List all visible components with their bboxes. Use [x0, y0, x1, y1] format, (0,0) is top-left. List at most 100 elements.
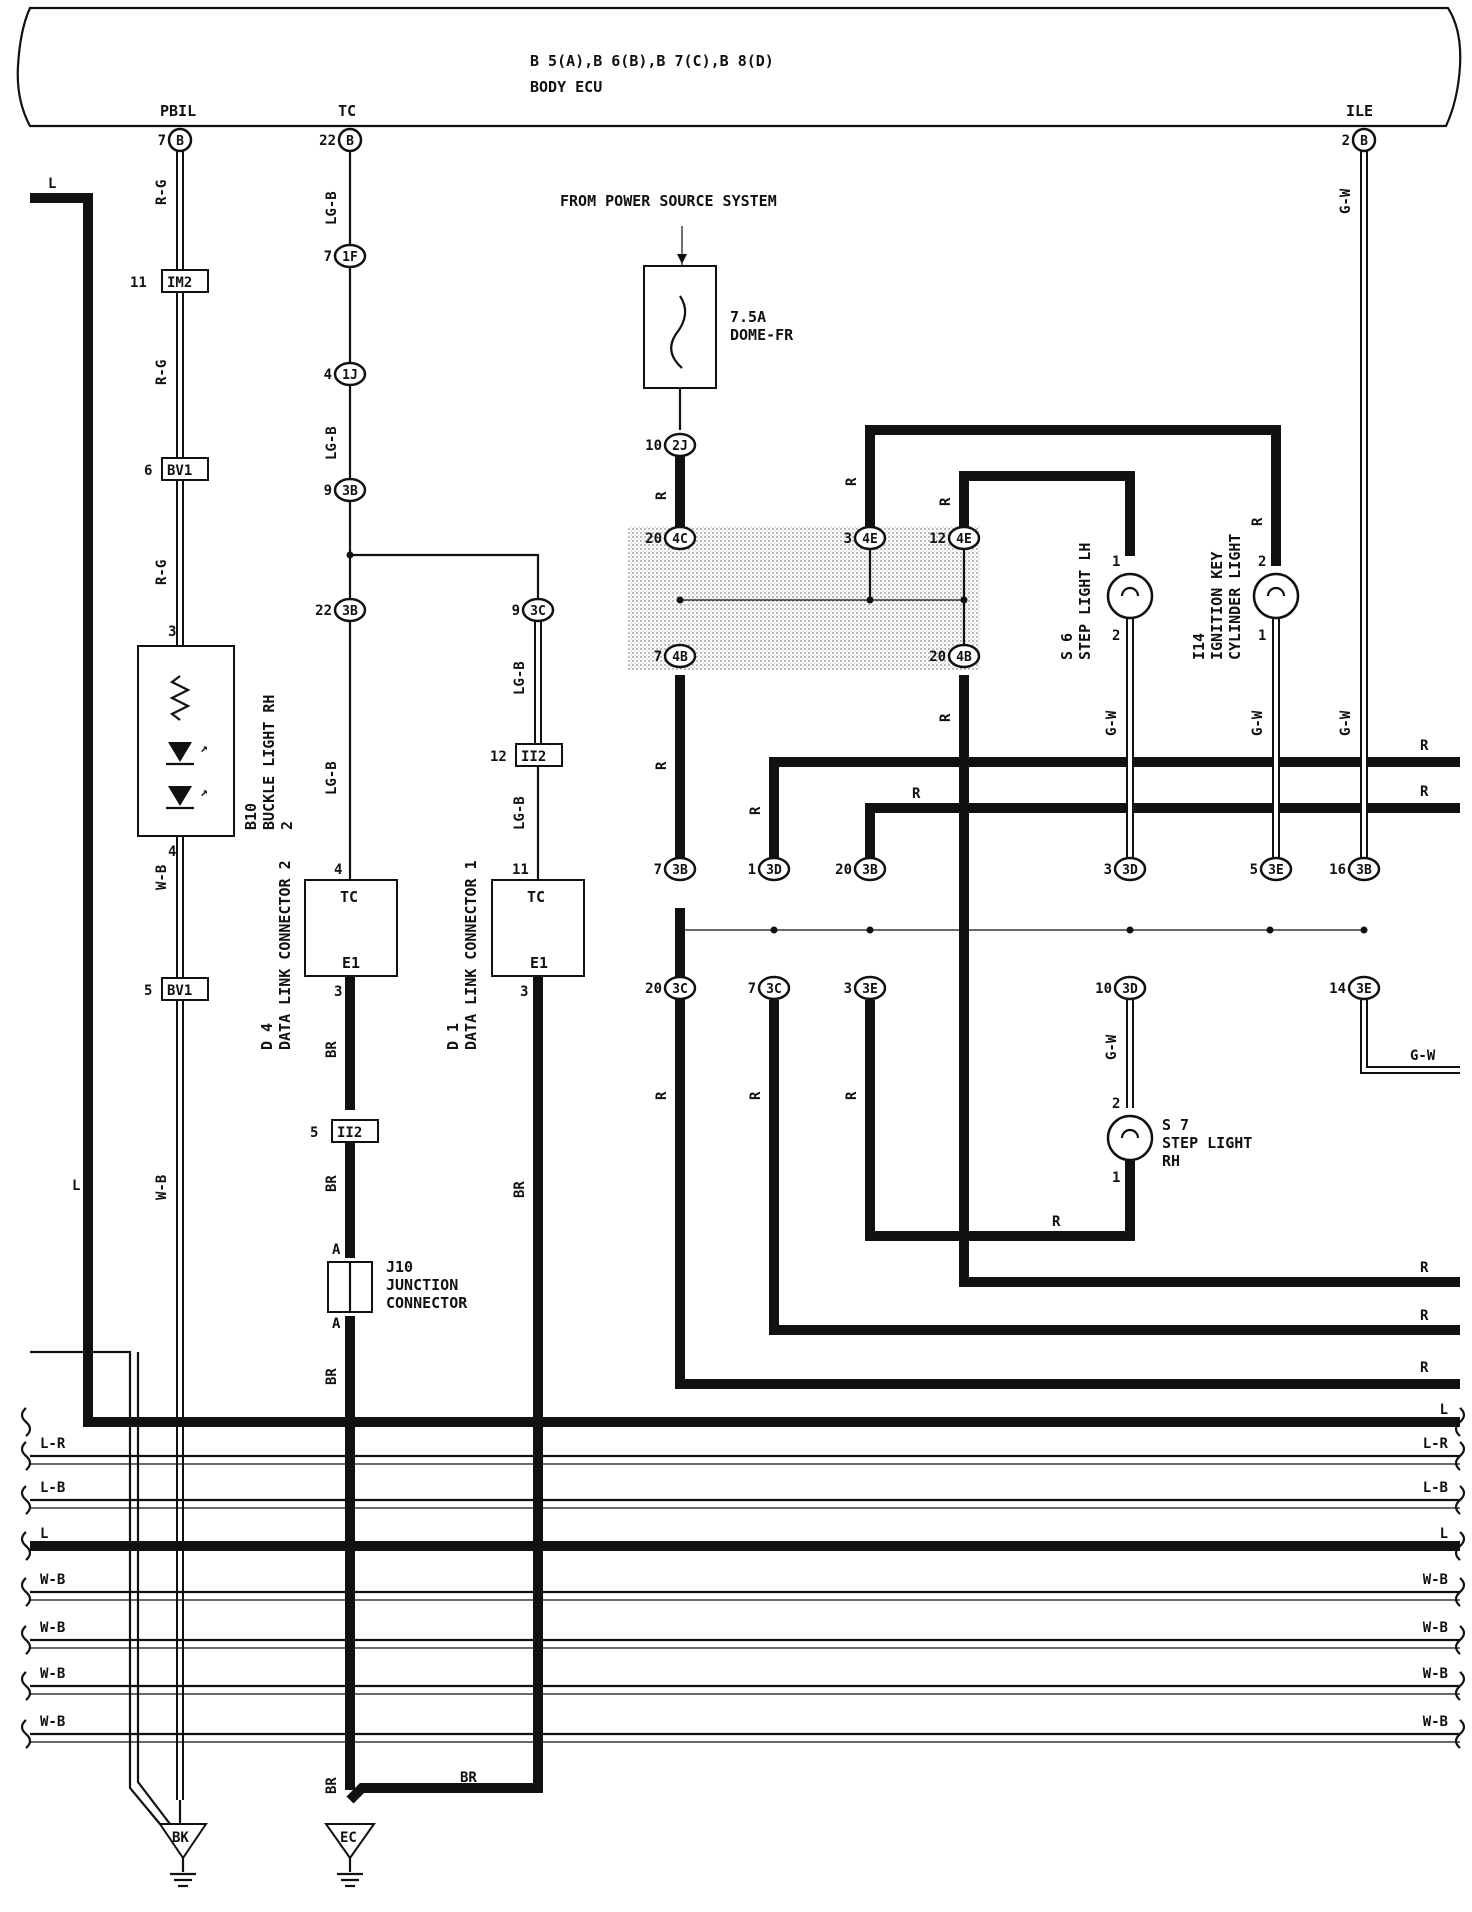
connector-label: 3D [766, 863, 782, 878]
connector-pin-number: 10 [1095, 981, 1112, 997]
svg-text:TC: TC [527, 888, 545, 906]
svg-text:G-W: G-W [1104, 710, 1120, 736]
wire-label-l: L [72, 1178, 80, 1194]
connector-3B-7: 3B 7 [654, 856, 697, 882]
svg-text:2: 2 [1258, 554, 1266, 570]
connector-pin-number: 3 [1104, 862, 1112, 878]
bus-label-left: W-B [40, 1572, 65, 1588]
wire-label-rg: R-G [154, 560, 170, 585]
svg-text:R: R [938, 497, 954, 506]
bus-label-right: W-B [1423, 1666, 1448, 1682]
svg-text:R: R [654, 1091, 670, 1100]
connector-label: 3D [1122, 982, 1138, 997]
svg-text:BR: BR [324, 1777, 340, 1794]
svg-text:J10: J10 [386, 1258, 413, 1276]
svg-text:S 6: S 6 [1058, 633, 1076, 660]
svg-text:R: R [654, 491, 670, 500]
svg-text:A: A [332, 1242, 341, 1258]
connector-pin-number: 14 [1329, 981, 1346, 997]
connector-label: 3B [672, 863, 688, 878]
svg-text:BR: BR [324, 1041, 340, 1058]
bus-label-left: L [40, 1526, 48, 1542]
svg-text:R: R [912, 786, 921, 802]
wire-label-l: L [48, 176, 56, 192]
connector-pin-number: 7 [158, 133, 166, 149]
svg-text:D 1: D 1 [444, 1023, 462, 1050]
conn-bv1-top: BV1 6 [144, 457, 209, 481]
svg-text:3: 3 [520, 984, 528, 1000]
ground-bk: BK [158, 1823, 208, 1888]
b10-pin3: 3 [168, 624, 176, 640]
svg-text:BK: BK [172, 1830, 189, 1846]
connector-pin-number: 20 [645, 531, 662, 547]
svg-text:EC: EC [340, 1830, 357, 1846]
svg-text:12: 12 [490, 749, 507, 765]
svg-text:I14: I14 [1190, 633, 1208, 660]
ecu-title: B 5(A),B 6(B),B 7(C),B 8(D) [530, 52, 774, 70]
svg-text:II2: II2 [337, 1125, 362, 1141]
svg-text:R: R [844, 477, 860, 486]
connector-label: 4E [862, 532, 878, 547]
connector-label: 1F [342, 250, 358, 265]
svg-text:1: 1 [1258, 628, 1266, 644]
b10-name: BUCKLE LIGHT RH [260, 695, 278, 830]
svg-text:BV1: BV1 [167, 463, 192, 479]
wire-label-rg: R-G [154, 180, 170, 205]
svg-text:STEP LIGHT LH: STEP LIGHT LH [1076, 543, 1094, 660]
svg-text:BR: BR [324, 1368, 340, 1385]
svg-text:G-W: G-W [1410, 1048, 1436, 1064]
svg-text:R: R [1250, 517, 1266, 526]
connector-label: 4B [672, 650, 688, 665]
svg-text:II2: II2 [521, 749, 546, 765]
connector-label: B [1360, 134, 1368, 149]
bus-label-left: L-B [40, 1480, 65, 1496]
svg-text:E1: E1 [342, 954, 360, 972]
connector-pin-number: 1 [748, 862, 756, 878]
svg-text:↗: ↗ [200, 741, 208, 756]
connector-pin-number: 3 [844, 981, 852, 997]
bus-wire-l: L [20, 1402, 1466, 1437]
conn-ii2-5: II2 5 [310, 1119, 379, 1143]
connector-3D-10: 3D 10 [1095, 975, 1147, 1001]
wire-pbil-rg: R-G R-G R-G W-B W-B [154, 148, 184, 1800]
connector-pin-number: 10 [645, 438, 662, 454]
ecu-name: BODY ECU [530, 78, 602, 96]
connector-label: B [176, 134, 184, 149]
connector-pin-number: 20 [929, 649, 946, 665]
svg-text:S 7: S 7 [1162, 1116, 1189, 1134]
svg-text:FROM POWER SOURCE SYSTEM: FROM POWER SOURCE SYSTEM [560, 192, 777, 210]
svg-text:DATA LINK CONNECTOR 2: DATA LINK CONNECTOR 2 [276, 860, 294, 1050]
wire-gw: G-W G-W G-W G-W G-W G-W [1104, 148, 1460, 1108]
svg-text:R: R [1420, 1308, 1429, 1324]
svg-text:E1: E1 [530, 954, 548, 972]
body-ecu-box: B 5(A),B 6(B),B 7(C),B 8(D) BODY ECU PBI… [16, 6, 1462, 128]
connector-label: 3C [672, 982, 688, 997]
bus-label-right: L-B [1423, 1480, 1448, 1496]
svg-text:R: R [1052, 1214, 1061, 1230]
svg-text:R: R [938, 713, 954, 722]
wire-label-lgb: LG-B [324, 761, 340, 795]
svg-text:5: 5 [144, 983, 152, 999]
bus-label-left: W-B [40, 1714, 65, 1730]
connector-label: 3C [766, 982, 782, 997]
connector-1J-4: 1J4 [324, 361, 367, 387]
b10-name2: 2 [278, 821, 296, 830]
svg-text:IGNITION KEY: IGNITION KEY [1208, 552, 1226, 660]
connector-pin-number: 7 [654, 862, 662, 878]
svg-text:4: 4 [334, 862, 342, 878]
junction-connector-j10: A A J10 JUNCTION CONNECTOR [327, 1242, 468, 1332]
connector-pin-number: 12 [929, 531, 946, 547]
svg-text:R: R [1420, 1260, 1429, 1276]
svg-text:11: 11 [512, 862, 529, 878]
connector-pin-number: 9 [512, 603, 520, 619]
bus-label-right: W-B [1423, 1714, 1448, 1730]
connector-label: B [346, 134, 354, 149]
